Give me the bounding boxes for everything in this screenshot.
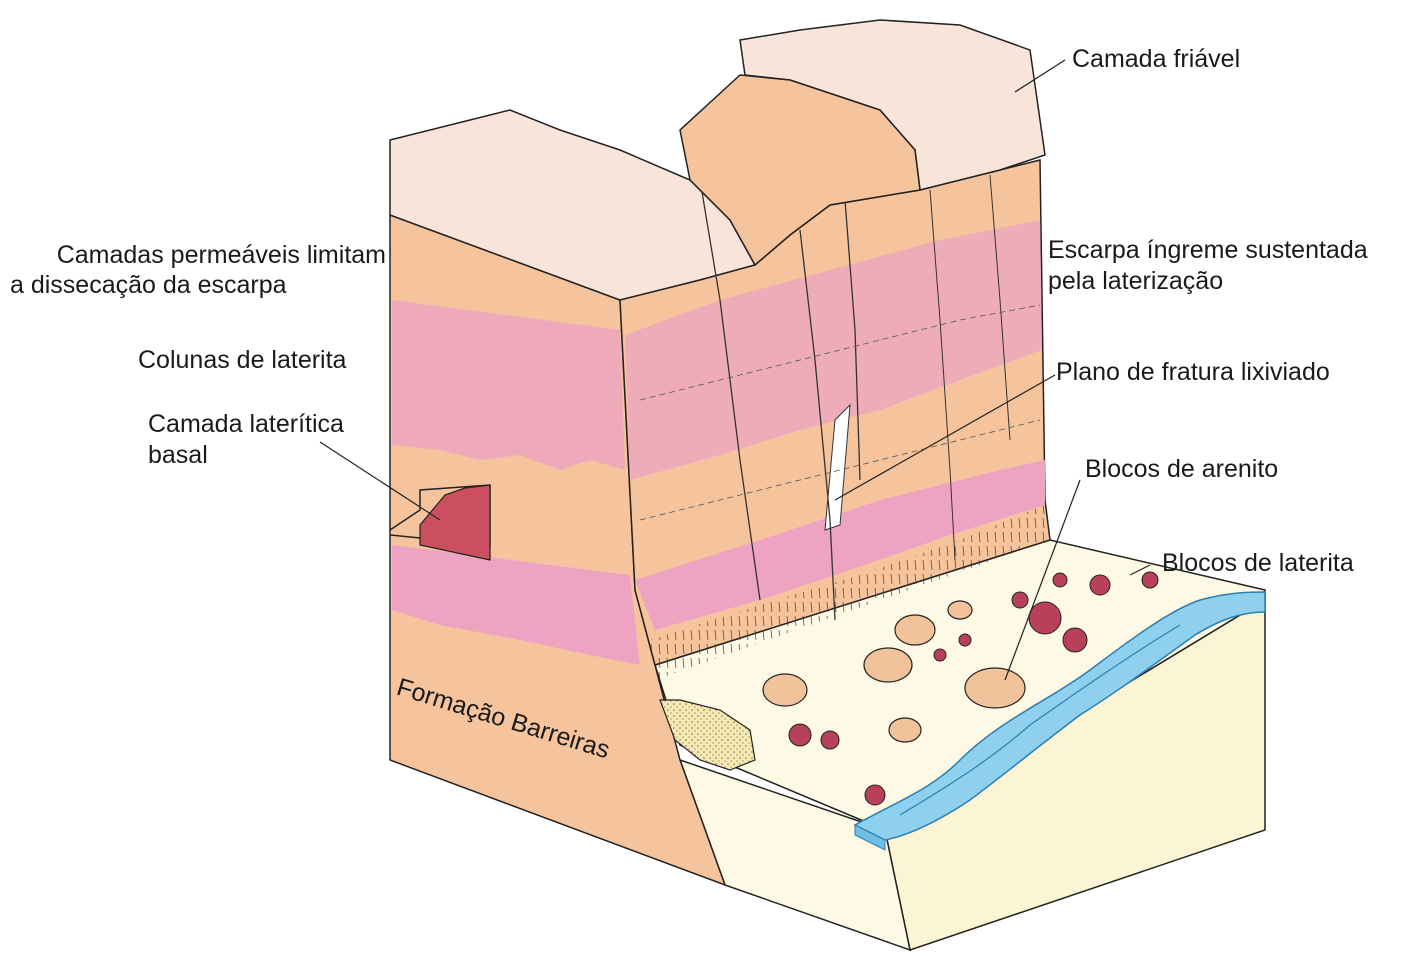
label-plano-fratura: Plano de fratura lixiviado — [1056, 357, 1330, 387]
laterite-block — [1090, 575, 1110, 595]
label-blocos-arenito: Blocos de arenito — [1085, 454, 1278, 484]
sandstone-block — [965, 668, 1025, 708]
sandstone-block — [864, 648, 912, 682]
laterite-block — [865, 785, 885, 805]
laterite-block — [1142, 572, 1158, 588]
sandstone-block — [763, 674, 807, 706]
label-colunas: Colunas de laterita — [138, 345, 346, 375]
label-blocos-laterita: Blocos de laterita — [1162, 548, 1354, 578]
label-camada-friavel: Camada friável — [1072, 44, 1240, 74]
laterite-block — [821, 731, 839, 749]
laterite-block — [959, 634, 971, 646]
label-camadas-permeaveis-2: a dissecação da escarpa — [10, 270, 287, 300]
sandstone-block — [889, 718, 921, 742]
label-escarpa-2: pela laterização — [1048, 266, 1223, 296]
label-camada-basal-1: Camada laterítica — [148, 409, 344, 439]
laterite-block — [934, 649, 946, 661]
label-camada-basal-2: basal — [148, 440, 208, 470]
laterite-block — [1029, 602, 1061, 634]
sandstone-block — [895, 615, 935, 645]
label-escarpa-1: Escarpa íngreme sustentada — [1048, 235, 1368, 265]
sandstone-block — [948, 601, 972, 619]
laterite-block — [789, 724, 811, 746]
label-camadas-permeaveis-1: Camadas permeáveis limitam — [0, 240, 386, 270]
laterite-block — [1012, 592, 1028, 608]
laterite-block — [1063, 628, 1087, 652]
laterite-block — [1053, 573, 1067, 587]
